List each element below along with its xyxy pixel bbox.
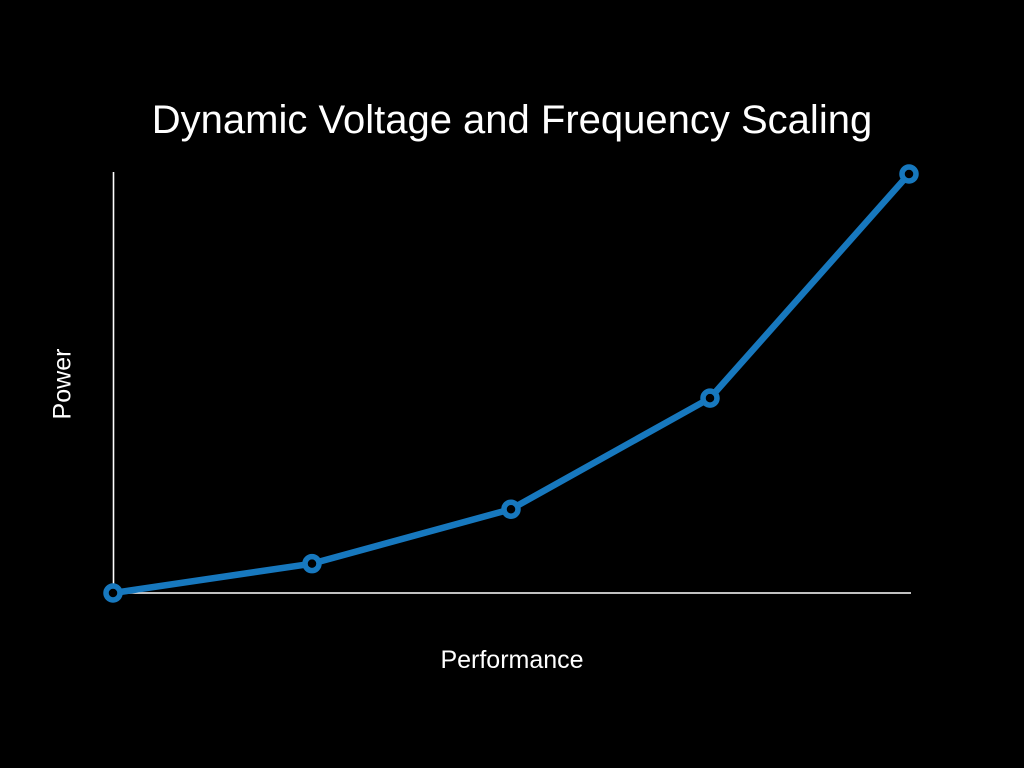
data-point-marker (103, 583, 123, 603)
data-point-marker (899, 164, 919, 184)
series-line (109, 170, 913, 597)
chart-title: Dynamic Voltage and Frequency Scaling (151, 98, 873, 142)
y-axis-label: Power (48, 348, 77, 420)
data-point-marker (700, 388, 720, 408)
data-point-marker (302, 553, 322, 574)
x-axis-label: Performance (440, 646, 584, 674)
data-point-marker (501, 499, 521, 519)
axes (112, 172, 911, 594)
power-series (103, 164, 919, 603)
